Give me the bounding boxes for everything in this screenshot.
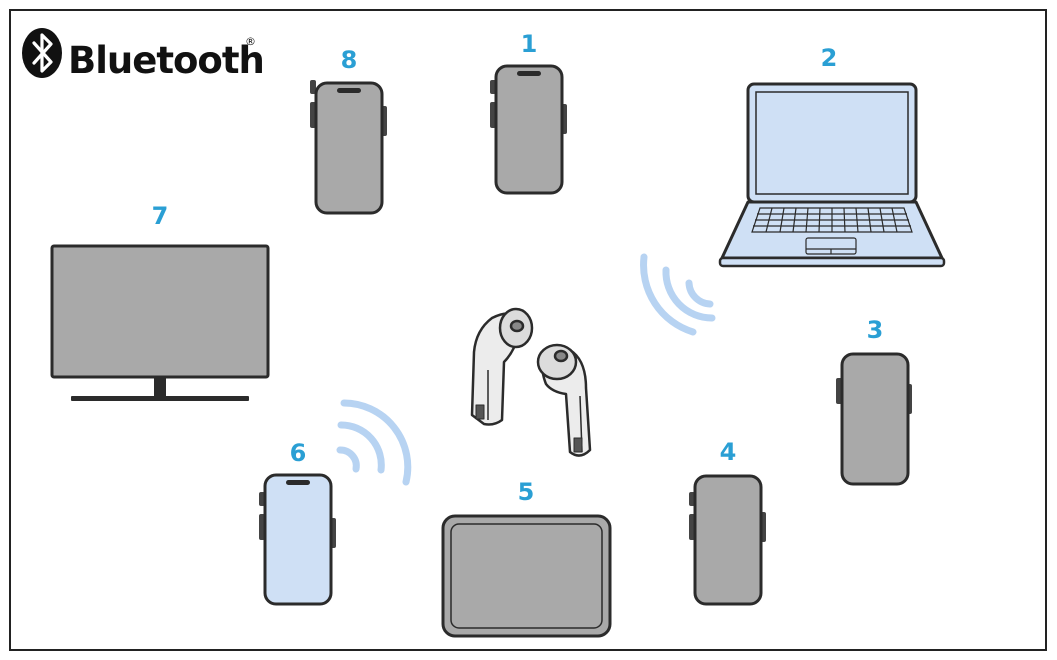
- device-5-label: 5: [518, 478, 535, 506]
- device-4-phone: [689, 474, 766, 606]
- device-2-laptop: [718, 82, 946, 268]
- device-8-phone: [310, 80, 387, 215]
- device-6-phone: [259, 473, 336, 606]
- device-5-tablet: [441, 514, 612, 638]
- signal-wave-phone: [336, 399, 412, 486]
- device-3-phone: [836, 352, 912, 486]
- device-8-label: 8: [341, 46, 358, 74]
- device-7-tv: [50, 244, 270, 401]
- signal-wave-laptop: [640, 253, 716, 336]
- device-2-label: 2: [821, 44, 838, 72]
- diagram-frame: [9, 9, 1047, 651]
- brand-name: Bluetooth: [68, 39, 264, 82]
- device-3-label: 3: [867, 316, 884, 344]
- device-1-label: 1: [521, 30, 538, 58]
- bluetooth-icon: [22, 28, 62, 78]
- device-6-label: 6: [290, 439, 307, 467]
- earbuds-icon: [470, 307, 592, 457]
- device-1-phone: [490, 64, 567, 195]
- registered-mark: ®: [245, 35, 256, 48]
- device-7-label: 7: [152, 202, 169, 230]
- bluetooth-logo: Bluetooth ®: [22, 28, 265, 82]
- device-4-label: 4: [720, 438, 737, 466]
